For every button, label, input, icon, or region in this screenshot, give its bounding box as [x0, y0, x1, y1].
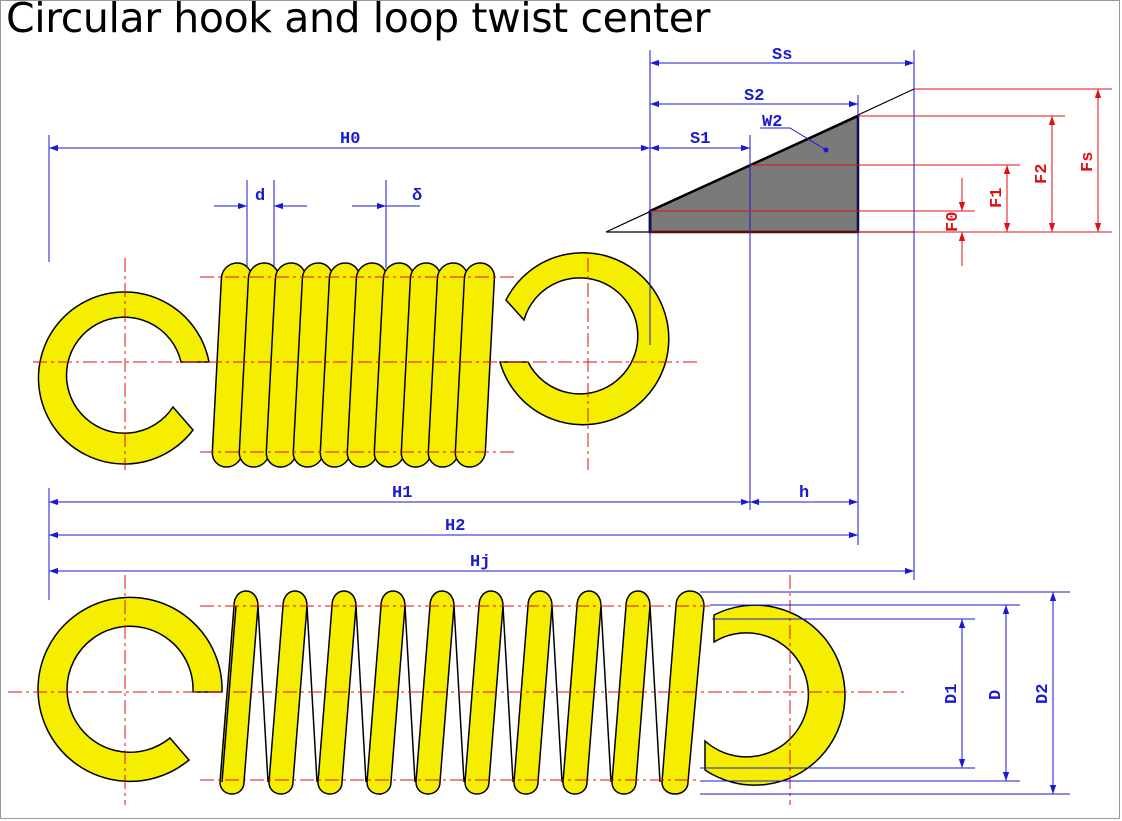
label-f0: F0 — [944, 212, 963, 232]
closed-spring — [33, 252, 700, 470]
label-fs: Fs — [1079, 152, 1098, 172]
bottom-right-loop — [704, 604, 846, 786]
right-hook — [499, 252, 670, 426]
dimension-labels: Ss S2 S1 H0 d δ H1 h H2 Hj D1 D D2 F0 F1… — [255, 46, 1098, 704]
extended-spring — [8, 575, 905, 805]
left-hook — [37, 291, 210, 465]
label-d2: D2 — [1034, 684, 1053, 704]
label-hj: Hj — [470, 553, 490, 572]
label-d-mean: D — [987, 690, 1006, 700]
coil-back-strokes — [221, 605, 661, 783]
label-h1: H1 — [392, 484, 412, 503]
diagram-title: Circular hook and loop twist center — [6, 0, 711, 42]
label-h-small: h — [799, 484, 809, 503]
closed-coil-group — [211, 262, 496, 468]
label-f1: F1 — [988, 188, 1007, 208]
label-w2: W2 — [762, 113, 782, 132]
label-h0: H0 — [340, 130, 360, 149]
label-d1: D1 — [943, 684, 962, 704]
label-h2: H2 — [445, 517, 465, 536]
label-f2: F2 — [1033, 164, 1052, 184]
label-d: d — [255, 187, 265, 206]
dimension-lines — [48, 50, 1070, 795]
label-s1: S1 — [690, 130, 710, 149]
label-delta: δ — [412, 187, 422, 206]
work-area-w2 — [648, 114, 860, 234]
force-lines — [650, 88, 1112, 266]
label-ss: Ss — [772, 46, 792, 65]
label-s2: S2 — [744, 87, 764, 106]
bottom-left-hook — [37, 596, 223, 783]
